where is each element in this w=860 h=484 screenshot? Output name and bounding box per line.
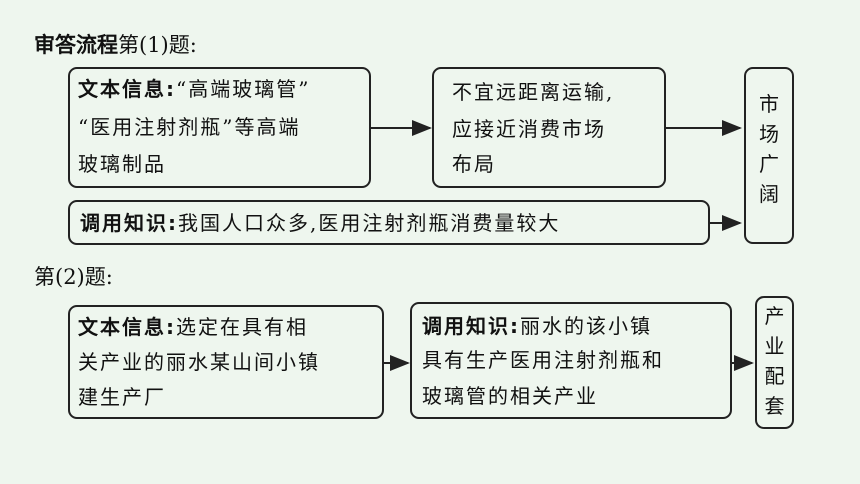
q1-result-box: 市 场 广 阔 [744, 67, 794, 244]
q2-result-text: 产 业 配 套 [764, 304, 785, 418]
q1-conclusion-line3: 布局 [452, 152, 496, 176]
q1-text-info-box: 文本信息:“高端玻璃管” “医用注射剂瓶”等高端 玻璃制品 [68, 67, 371, 188]
q1-conclusion-line2: 应接近消费市场 [452, 117, 606, 141]
q1-knowledge-box: 调用知识:我国人口众多,医用注射剂瓶消费量较大 [68, 200, 710, 245]
heading-question-1: 审答流程第(1)题: [34, 32, 197, 58]
q2-result-box: 产 业 配 套 [755, 296, 794, 429]
process-title: 审答流程 [34, 33, 118, 57]
question-1-label: 第(1)题: [118, 33, 197, 57]
q1-text-info-line1: 文本信息:“高端玻璃管” [78, 77, 311, 101]
q2-text-info-line3: 建生产厂 [78, 385, 166, 409]
q1-knowledge-text: 调用知识:我国人口众多,医用注射剂瓶消费量较大 [80, 211, 561, 235]
q2-knowledge-line3: 玻璃管的相关产业 [422, 384, 598, 408]
q2-text-info-box: 文本信息:选定在具有相 关产业的丽水某山间小镇 建生产厂 [68, 305, 384, 419]
q2-text-info-line1: 文本信息:选定在具有相 [78, 315, 308, 339]
q1-knowledge-label: 调用知识: [80, 211, 178, 235]
q2-knowledge-line2: 具有生产医用注射剂瓶和 [422, 348, 664, 372]
heading-question-2: 第(2)题: [34, 265, 113, 289]
q1-conclusion-line1: 不宜远距离运输, [452, 80, 615, 104]
q1-text-info-label: 文本信息: [78, 77, 176, 101]
q2-text-info-label: 文本信息: [78, 315, 176, 339]
q2-text-info-line2: 关产业的丽水某山间小镇 [78, 350, 320, 374]
q2-knowledge-line1: 调用知识:丽水的该小镇 [422, 314, 652, 338]
q1-text-info-line3: 玻璃制品 [78, 152, 166, 176]
q2-knowledge-box: 调用知识:丽水的该小镇 具有生产医用注射剂瓶和 玻璃管的相关产业 [410, 302, 732, 419]
q2-knowledge-label: 调用知识: [422, 314, 520, 338]
q1-result-text: 市 场 广 阔 [759, 92, 779, 206]
q1-conclusion-box: 不宜远距离运输, 应接近消费市场 布局 [432, 67, 666, 188]
q1-text-info-line2: “医用注射剂瓶”等高端 [78, 115, 301, 139]
